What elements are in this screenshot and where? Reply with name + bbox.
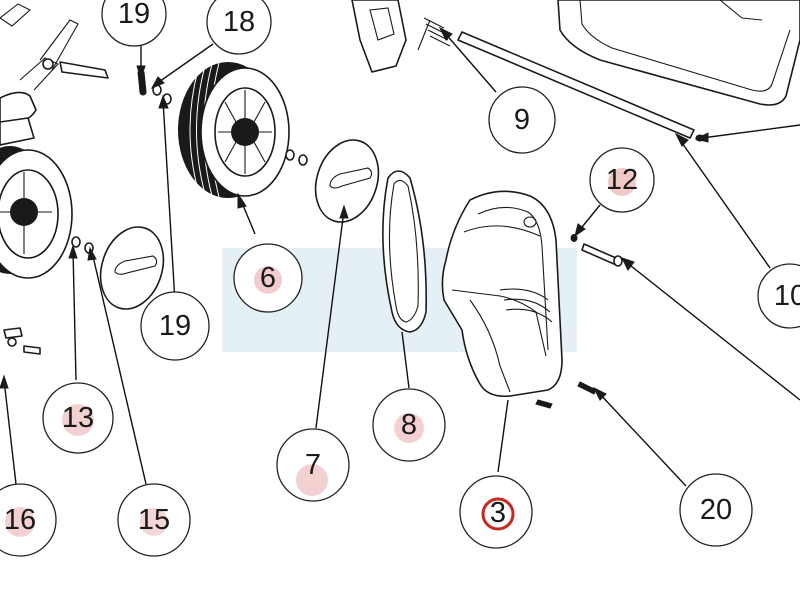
callout-20: 20 [679, 473, 753, 547]
bolt-12 [570, 234, 623, 267]
callout-15: 15 [117, 483, 191, 557]
wheel-left [0, 146, 73, 279]
callout-label: 9 [514, 104, 530, 136]
callout-label: 19 [159, 310, 191, 342]
callout-8: 8 [372, 388, 446, 462]
spring-9 [417, 17, 451, 51]
callout-label: 6 [260, 262, 276, 294]
bracket-top [351, 0, 407, 73]
callout-label: 15 [138, 504, 170, 536]
leader-lines [3, 31, 800, 487]
grass-basket [557, 0, 800, 106]
callout-label: 7 [305, 449, 321, 481]
screw-20 [577, 381, 597, 395]
callout-18: 18 [206, 0, 272, 55]
callout-label: 3 [490, 497, 506, 529]
callout-9: 9 [488, 86, 556, 154]
hub-cap-7 [314, 139, 380, 223]
callout-6: 6 [233, 243, 303, 313]
callout-label: 8 [401, 409, 417, 441]
callout-10: 10 [757, 263, 800, 329]
belt-8 [382, 170, 427, 333]
callout-label: 18 [223, 6, 255, 38]
callout-label: 10 [774, 280, 800, 312]
callout-12: 12 [589, 147, 655, 213]
callout-label: 20 [700, 494, 732, 526]
handle-frame-part [0, 3, 109, 146]
hub-cap-left [99, 226, 165, 310]
washers-13-15 [71, 236, 94, 254]
callout-13: 13 [42, 382, 114, 454]
callout-label: 19 [118, 0, 150, 30]
bolts-left [3, 327, 41, 355]
callout-label: 12 [606, 164, 638, 196]
callout-3[interactable]: 3 [459, 475, 533, 549]
wheel-6 [178, 62, 290, 198]
arrowheads [0, 26, 709, 401]
callout-19-mid: 19 [140, 291, 210, 361]
callout-label: 13 [62, 402, 94, 434]
bolt-19 [137, 71, 147, 96]
belt-cover-3 [441, 190, 563, 398]
callout-label: 16 [4, 504, 36, 536]
screw-3 [535, 399, 553, 409]
callout-7: 7 [276, 428, 350, 502]
callout-16: 16 [0, 483, 57, 557]
washers-hub [285, 149, 308, 166]
callout-19-top: 19 [101, 0, 167, 47]
